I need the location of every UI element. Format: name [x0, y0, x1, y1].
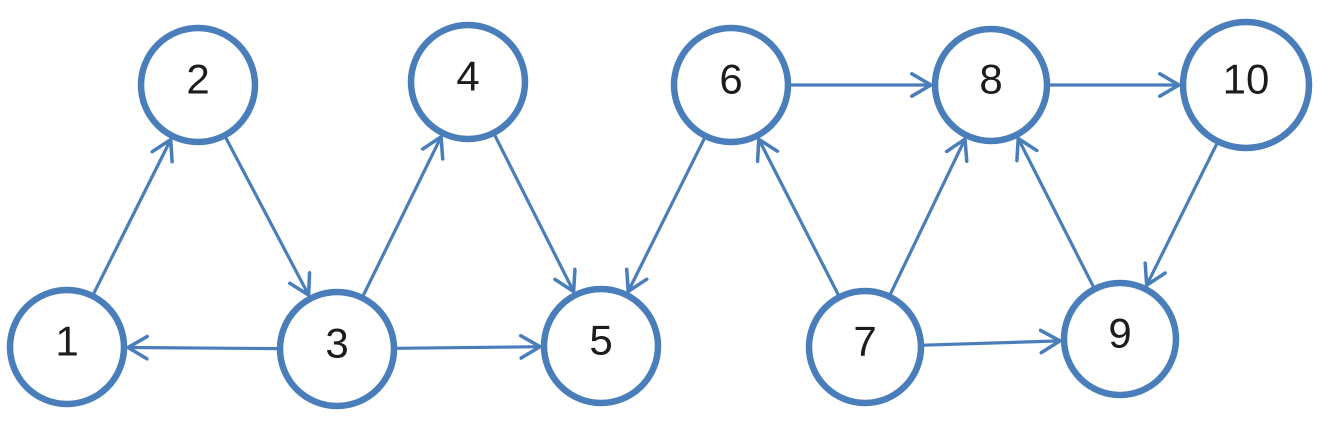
node-7-circle: [805, 287, 925, 407]
edge-3-to-4-arrow: [361, 137, 441, 297]
node-10-circle: [1179, 18, 1313, 152]
node-4-circle: [407, 21, 529, 143]
node-2-circle: [137, 24, 259, 146]
node-4: 4: [407, 21, 529, 143]
node-8-circle: [931, 25, 1051, 145]
edge-3-to-5-arrow: [395, 347, 540, 349]
node-2-label: 2: [186, 56, 209, 103]
node-10-label: 10: [1223, 56, 1270, 103]
node-7-label: 7: [853, 318, 876, 365]
node-2: 2: [137, 24, 259, 146]
node-4-label: 4: [456, 53, 479, 100]
edges-layer: [91, 85, 1219, 349]
node-1-label: 1: [55, 318, 78, 365]
nodes-layer: 1 2 3 4 5 6 7 8 9 10: [6, 18, 1313, 410]
node-7: 7: [805, 287, 925, 407]
node-1: 1: [6, 286, 128, 408]
node-9-label: 9: [1108, 310, 1131, 357]
node-8: 8: [931, 25, 1051, 145]
node-5: 5: [540, 285, 662, 407]
node-5-circle: [540, 285, 662, 407]
node-6: 6: [670, 24, 792, 146]
edge-7-to-6-arrow: [759, 139, 841, 297]
node-9: 9: [1060, 279, 1180, 399]
node-6-label: 6: [719, 56, 742, 103]
edge-3-to-1-arrow: [128, 348, 279, 349]
edge-7-to-9-arrow: [922, 341, 1060, 345]
edge-6-to-5-arrow: [628, 137, 707, 292]
node-1-circle: [6, 286, 128, 408]
edge-10-to-9-arrow: [1147, 142, 1219, 285]
node-3-label: 3: [325, 320, 348, 367]
node-3-circle: [276, 288, 398, 410]
edge-2-to-3-arrow: [224, 136, 309, 295]
node-8-label: 8: [979, 56, 1002, 103]
node-9-circle: [1060, 279, 1180, 399]
node-5-label: 5: [589, 317, 612, 364]
edge-9-to-8-arrow: [1018, 139, 1096, 289]
node-10: 10: [1179, 18, 1313, 152]
node-3: 3: [276, 288, 398, 410]
node-6-circle: [670, 24, 792, 146]
edge-1-to-2-arrow: [91, 140, 170, 295]
edge-4-to-5-arrow: [493, 133, 574, 292]
edge-7-to-8-arrow: [888, 139, 965, 296]
